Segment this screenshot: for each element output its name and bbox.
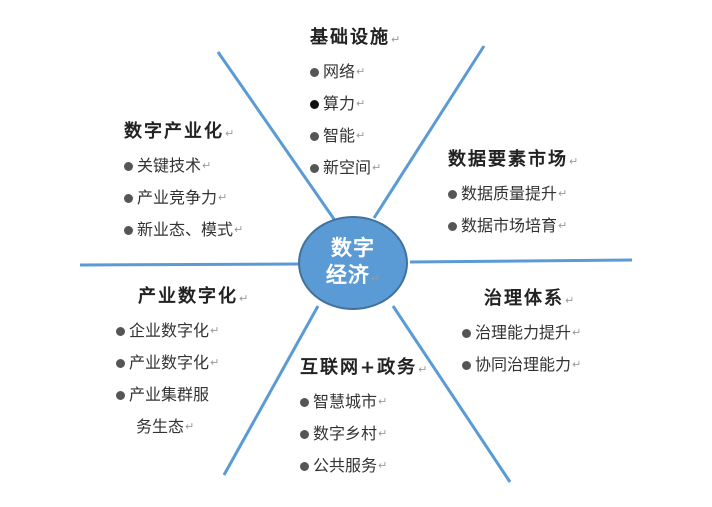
center-node-digital-economy: 数字 经济↵: [298, 216, 408, 310]
bullet-icon: [300, 397, 309, 407]
bullet-icon: [300, 429, 309, 439]
spoke-lower-right: [391, 305, 512, 483]
list-item: 算力↵: [310, 88, 400, 120]
list-item: 新空间↵: [310, 152, 400, 184]
list-item: 数据质量提升↵: [448, 178, 578, 210]
bullet-icon: [300, 461, 309, 471]
bullet-icon: [310, 163, 319, 173]
bullet-icon: [116, 358, 125, 368]
center-label-line1: 数字: [331, 235, 375, 260]
group-digital-industrialization: 数字产业化↵ 关键技术↵ 产业竞争力↵ 新业态、模式↵: [124, 118, 243, 246]
list-item: 协同治理能力↵: [462, 349, 581, 381]
list-item: 数据市场培育↵: [448, 210, 578, 242]
group-title: 数字产业化↵: [124, 121, 235, 142]
spoke-upper-left: [216, 51, 338, 223]
list-item: 产业集群服: [116, 379, 248, 411]
bullet-icon: [116, 390, 125, 400]
list-item: 产业数字化↵: [116, 347, 248, 379]
list-item: 公共服务↵: [300, 450, 427, 482]
list-item: 治理能力提升↵: [462, 317, 581, 349]
list-item: 新业态、模式↵: [124, 214, 243, 246]
group-title: 治理体系↵: [484, 288, 575, 309]
bullet-icon: [124, 225, 133, 235]
group-infrastructure: 基础设施↵ 网络↵ 算力↵ 智能↵ 新空间↵: [310, 24, 400, 184]
list-item: 关键技术↵: [124, 150, 243, 182]
list-item: 产业竞争力↵: [124, 182, 243, 214]
list-item: 网络↵: [310, 56, 400, 88]
list-item: 企业数字化↵: [116, 315, 248, 347]
group-title: 互联网+政务↵: [300, 357, 428, 378]
spoke-right: [409, 258, 633, 264]
group-data-market: 数据要素市场↵ 数据质量提升↵ 数据市场培育↵: [448, 146, 578, 242]
spoke-lower-left: [222, 305, 320, 476]
bullet-icon: [448, 221, 457, 231]
group-internet-gov: 互联网+政务↵ 智慧城市↵ 数字乡村↵ 公共服务↵: [300, 354, 427, 482]
group-industrial-digitization: 产业数字化↵ 企业数字化↵ 产业数字化↵ 产业集群服 务生态↵: [116, 283, 248, 443]
bullet-icon: [124, 193, 133, 203]
bullet-icon: [462, 328, 471, 338]
group-title: 产业数字化↵: [138, 286, 249, 307]
bullet-icon: [124, 161, 133, 171]
spoke-left: [79, 262, 299, 267]
spoke-upper-right: [372, 45, 486, 219]
bullet-icon: [462, 360, 471, 370]
bullet-icon: [448, 189, 457, 199]
center-label-line2: 经济↵: [325, 262, 381, 287]
group-title: 数据要素市场↵: [448, 149, 579, 170]
group-title: 基础设施↵: [310, 27, 401, 48]
list-item: 数字乡村↵: [300, 418, 427, 450]
bullet-icon: [310, 131, 319, 141]
list-item-continuation: 务生态↵: [136, 417, 195, 436]
bullet-icon: [116, 326, 125, 336]
bullet-icon: [310, 99, 319, 109]
bullet-icon: [310, 67, 319, 77]
list-item: 智慧城市↵: [300, 386, 427, 418]
group-governance: 治理体系↵ 治理能力提升↵ 协同治理能力↵: [462, 285, 581, 381]
list-item: 智能↵: [310, 120, 400, 152]
